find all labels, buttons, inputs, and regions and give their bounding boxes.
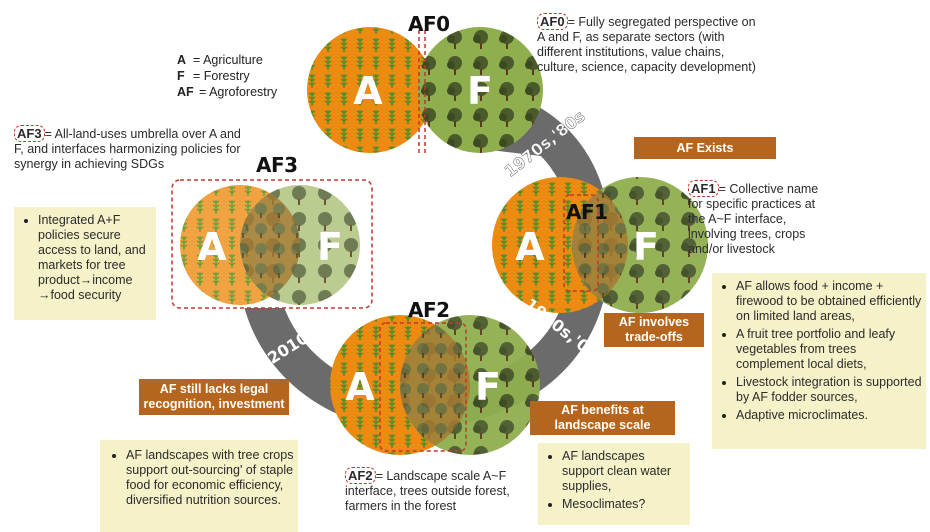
note-af1: AF allows food + income + firewood to be… (712, 273, 926, 449)
note-legal: AF landscapes with tree crops support ou… (100, 440, 298, 532)
af2-description: AF2= Landscape scale A~F interface, tree… (345, 467, 510, 513)
af1-description: AF1= Collective name for specific practi… (688, 180, 819, 256)
legend-row-agriculture: A= Agriculture (177, 53, 263, 67)
af3-title: AF3 (256, 153, 298, 177)
note-af3: Integrated A+F policies secure access to… (14, 207, 156, 320)
note-af1-item: Adaptive microclimates. (736, 408, 922, 423)
af0-letter-a: A (353, 69, 383, 113)
af3-letter-f: F (317, 225, 343, 269)
af1-code-badge: AF1 (688, 180, 719, 197)
note-landscape: AF landscapes support clean water suppli… (538, 443, 690, 525)
af2-letter-a: A (345, 365, 375, 409)
af0-letter-f: F (467, 69, 493, 113)
note-legal-item: AF landscapes with tree crops support ou… (126, 448, 294, 508)
legend-row-agroforestry: AF= Agroforestry (177, 85, 278, 99)
af3-code-badge: AF3 (14, 125, 45, 142)
af2-title: AF2 (408, 298, 450, 322)
note-af1-item: Livestock integration is supported by AF… (736, 375, 922, 405)
banner-landscape: AF benefits at landscape scale (530, 401, 675, 435)
banner-tradeoffs: AF involves trade-offs (604, 313, 704, 347)
af1-title: AF1 (566, 200, 608, 224)
note-af1-item: A fruit tree portfolio and leafy vegetab… (736, 327, 922, 372)
banner-af-exists: AF Exists (634, 137, 776, 159)
af1-letter-f: F (633, 225, 659, 269)
af3-letter-a: A (197, 225, 227, 269)
af1-circles (492, 177, 708, 313)
af3-description: AF3= All-land-uses umbrella over A and F… (14, 125, 241, 171)
af0-code-badge: AF0 (537, 13, 568, 30)
af2-code-badge: AF2 (345, 467, 376, 484)
note-af3-item: Integrated A+F policies secure access to… (38, 213, 152, 303)
note-af1-item: AF allows food + income + firewood to be… (736, 279, 922, 324)
legend: A= Agriculture F= Forestry AF= Agrofores… (177, 52, 277, 100)
note-landscape-item: AF landscapes support clean water suppli… (562, 449, 686, 494)
af2-circles (330, 315, 540, 455)
af0-description: AF0= Fully segregated perspective on A a… (537, 13, 756, 74)
legend-row-forestry: F= Forestry (177, 69, 250, 83)
banner-legal: AF still lacks legal recognition, invest… (139, 379, 289, 415)
af0-circles (307, 27, 543, 155)
af0-title: AF0 (408, 12, 450, 36)
af2-letter-f: F (475, 365, 501, 409)
af1-letter-a: A (515, 225, 545, 269)
note-landscape-item: Mesoclimates? (562, 497, 686, 512)
af3-circles (171, 179, 373, 309)
